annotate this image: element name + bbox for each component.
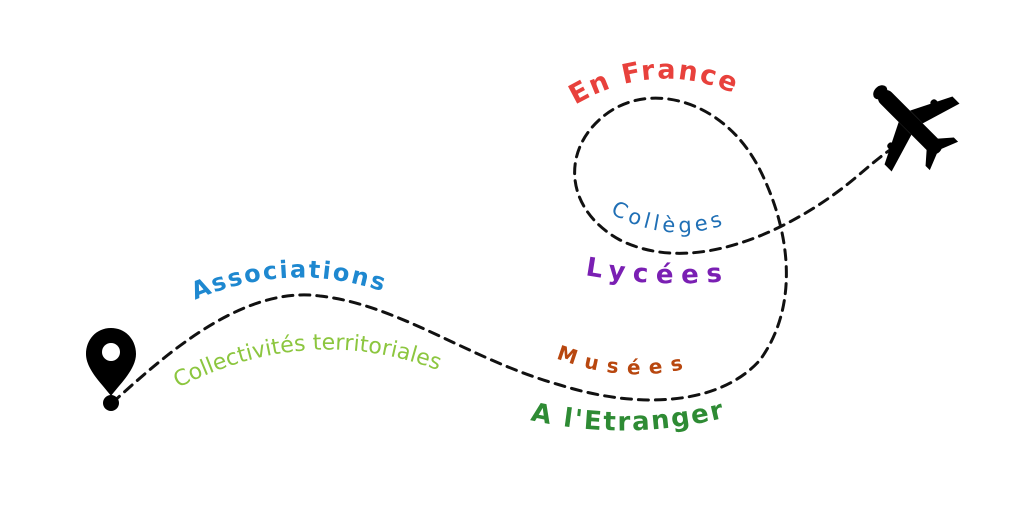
label-associations-text: Associations — [187, 255, 389, 305]
dashed-route-path — [110, 96, 892, 405]
map-pin-icon — [86, 328, 136, 411]
label-associations: Associations — [187, 255, 391, 305]
label-collectivites-text: Collectivités territoriales — [170, 330, 445, 393]
label-lycees: Lycées — [584, 252, 731, 290]
label-etranger-text: A l'Etranger — [529, 395, 726, 438]
airplane-icon — [873, 85, 960, 172]
label-en-france: En France — [564, 55, 744, 111]
label-colleges: Collèges — [608, 196, 729, 238]
label-musees-text: Musées — [554, 340, 684, 379]
label-musees: Musées — [554, 340, 693, 379]
label-colleges-text: Collèges — [608, 196, 725, 238]
label-collectivites: Collectivités territoriales — [170, 330, 445, 393]
label-lycees-text: Lycées — [584, 252, 723, 290]
label-etranger: A l'Etranger — [529, 395, 728, 438]
label-en-france-text: En France — [564, 55, 742, 111]
